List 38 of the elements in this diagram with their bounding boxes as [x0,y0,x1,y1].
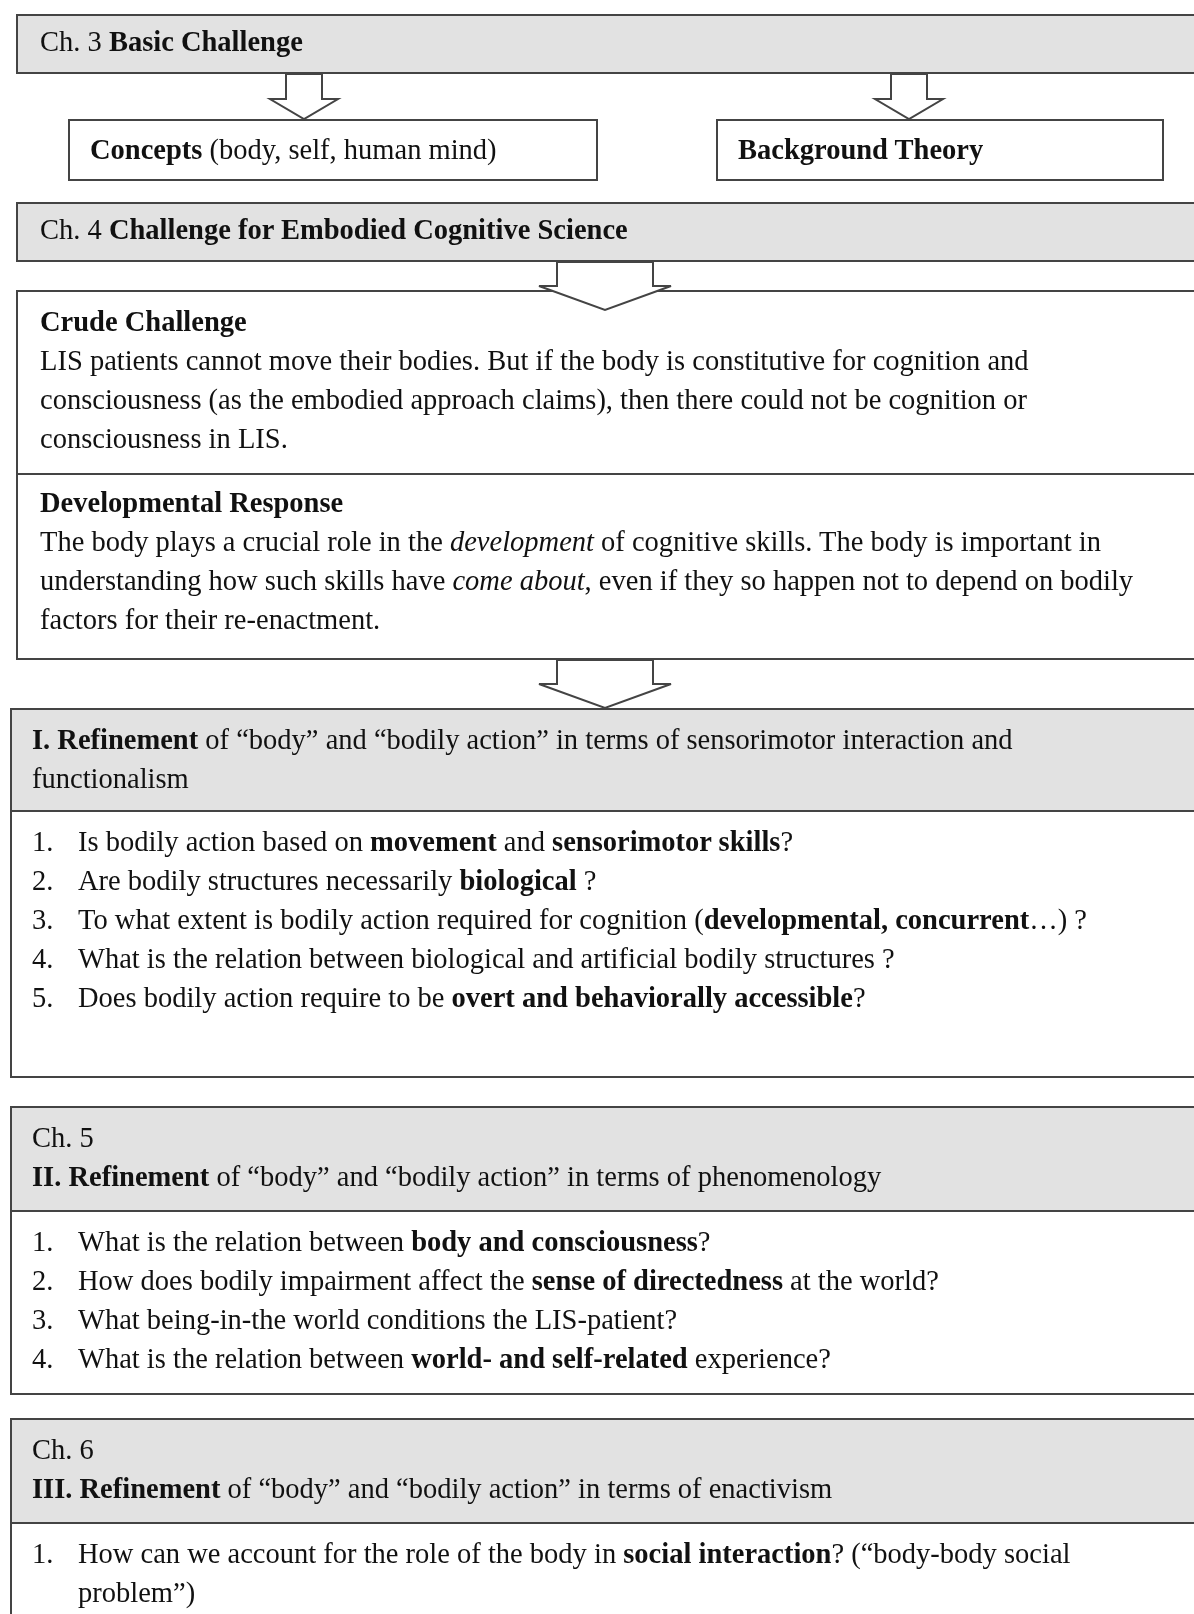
header-text: Ch. 3 Basic Challenge [40,25,304,59]
list-item: 2. Are bodily structures necessarily biological ? [32,864,598,898]
header-text: Ch. 5 [32,1121,95,1155]
list-item: 3. What being-in-the world conditions the LIS-patient? [32,1303,679,1337]
list-item: 1. What is the relation between body and consciousness? [32,1225,712,1259]
list-item: 2. How does bodily impairment affect the sense of directedness at the world? [32,1264,940,1298]
list-item: 4. What is the relation between biological and artificial bodily structures ? [32,942,896,976]
question-list [10,1210,1194,1395]
section-header [10,1106,1194,1212]
header-text: II. Refinement of “body” and “bodily action” in terms of phenomenology [32,1160,883,1194]
header-text: I. Refinement of “body” and “bodily action” in terms of sensorimotor interaction and functionalism [32,723,1014,796]
block-arrow [538,261,672,312]
header-text: Ch. 4 Challenge for Embodied Cognitive Science [40,213,629,247]
concept-box [716,119,1164,181]
section-header [10,1418,1194,1524]
list-item: 5. Does bodily action require to be overt and behaviorally accessible? [32,981,867,1015]
chapter-header [16,14,1194,74]
list-item: 4. What is the relation between world- and self-related experience? [32,1342,832,1376]
header-text: III. Refinement of “body” and “bodily action” in terms of enactivism [32,1472,834,1506]
box-heading: Crude Challenge [40,305,248,339]
list-item: 1. Is bodily action based on movement and sensorimotor skills? [32,825,795,859]
section-header [10,708,1194,812]
label-text: Concepts (body, self, human mind) [90,133,498,167]
text-box [16,290,1194,475]
list-item: 3. To what extent is bodily action required for cognition (developmental, concurrent…) ? [32,903,1088,937]
block-arrow [266,73,342,121]
paragraph: LIS patients cannot move their bodies. But if the body is constitutive for cognition and consciousness (as the embodied approach claims), then there could not be cognition or consciousness in LIS. [40,344,1030,456]
header-text: Ch. 6 [32,1433,95,1467]
block-arrow [538,659,672,710]
chapter-header [16,202,1194,262]
label-text: Background Theory [738,133,985,167]
concept-box [68,119,598,181]
box-heading: Developmental Response [40,486,345,520]
question-list [10,810,1194,1078]
paragraph: The body plays a crucial role in the development of cognitive skills. The body is important in understanding how such skills have come about, even if they so happen not to depend on bodily factors for their re-enactment. [40,525,1135,637]
list-item: 1. How can we account for the role of the body in social interaction? (“body-body social problem”) [32,1537,1072,1610]
block-arrow [871,73,947,121]
text-box [16,473,1194,660]
